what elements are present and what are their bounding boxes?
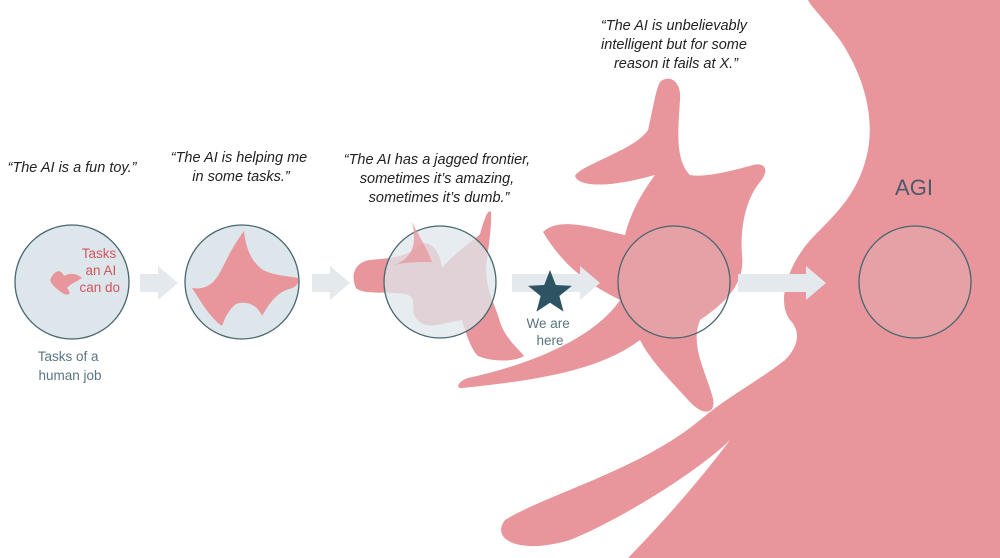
ai-tasks-label: Tasks an AI can do xyxy=(79,246,120,295)
stage4-quote: “The AI is unbelievably intelligent but … xyxy=(601,18,751,72)
stage3-human-job-circle xyxy=(383,225,497,339)
arrow-1 xyxy=(140,266,178,300)
arrow-4 xyxy=(738,266,826,300)
progress-arrows xyxy=(140,266,826,300)
stage2-ai-tasks-blob xyxy=(192,231,299,326)
stage4-jagged-blob xyxy=(458,78,766,412)
arrow-2 xyxy=(312,266,350,300)
agi-human-job-circle xyxy=(858,225,972,339)
stage1-quote: “The AI is a fun toy.” xyxy=(8,160,138,176)
agi-label: AGI xyxy=(895,175,933,200)
arrow-3 xyxy=(512,266,600,300)
stage4-human-job-circle xyxy=(617,225,731,339)
stage3-jagged-spike xyxy=(395,222,432,265)
stage1-ai-tasks-blob xyxy=(50,271,82,295)
star-icon xyxy=(528,270,572,312)
stage3-quote: “The AI has a jagged frontier, sometimes… xyxy=(344,152,535,206)
we-are-here-label: We are here xyxy=(526,316,573,348)
human-tasks-label: Tasks of a human job xyxy=(38,349,103,383)
agi-frontier-blob xyxy=(501,0,1000,558)
stage2-quote: “The AI is helping me in some tasks.” xyxy=(171,150,312,185)
